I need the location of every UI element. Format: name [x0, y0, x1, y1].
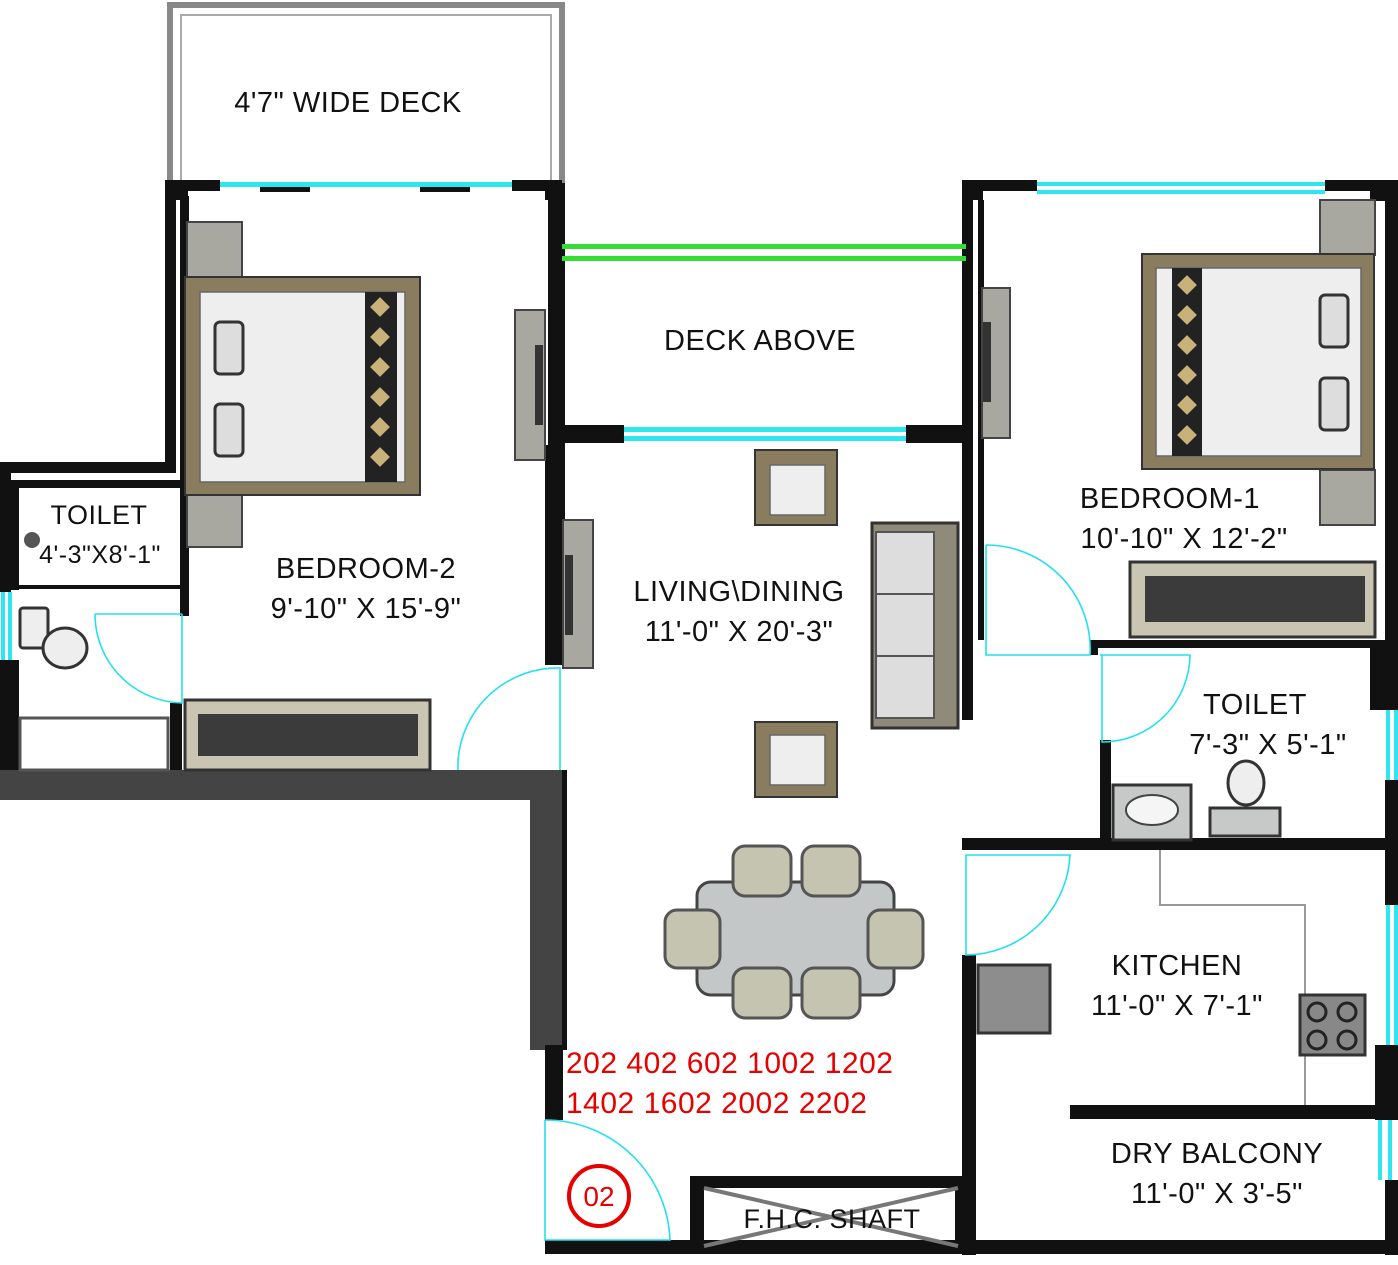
kitchen-name: KITCHEN	[1112, 950, 1243, 982]
toilet-right-name: TOILET	[1203, 689, 1307, 721]
unit-badge: 02	[567, 1164, 631, 1228]
dry-balcony-size: 11'-0" X 3'-5"	[1131, 1178, 1303, 1210]
unit-numbers-line-2: 1402 1602 2002 2202	[566, 1087, 867, 1120]
unit-numbers-line-1: 202 402 602 1002 1202	[566, 1047, 893, 1080]
sofa	[870, 521, 960, 730]
windows	[1, 182, 1398, 1180]
living-size: 11'-0" X 20'-3"	[645, 616, 834, 648]
armchair-bottom	[754, 721, 838, 798]
bedroom-2-size: 9'-10" X 15'-9"	[271, 593, 462, 625]
tv-unit-bedroom-2	[514, 309, 546, 461]
wardrobe-bedroom-2	[183, 698, 432, 772]
shaft-label: F.H.C. SHAFT	[743, 1204, 920, 1234]
bedroom-2-name: BEDROOM-2	[276, 553, 456, 585]
living-name: LIVING\DINING	[633, 576, 844, 608]
tv-unit-living	[562, 519, 594, 669]
bedroom-1-name: BEDROOM-1	[1080, 483, 1260, 515]
walls	[0, 180, 1398, 1255]
kitchen-fixtures	[976, 850, 1367, 1105]
kitchen-size: 11'-0" X 7'-1"	[1091, 990, 1263, 1022]
toilet-left-size: 4'-3"X8'-1"	[39, 541, 161, 569]
wardrobe-bedroom-1	[1128, 560, 1377, 639]
deck-above-label: DECK ABOVE	[664, 325, 856, 357]
dining-table	[663, 844, 925, 1020]
tv-unit-bedroom-1	[981, 287, 1011, 439]
unit-badge-number: 02	[583, 1181, 614, 1212]
dry-balcony-name: DRY BALCONY	[1111, 1138, 1323, 1170]
bedroom-1-size: 10'-10" X 12'-2"	[1080, 523, 1287, 555]
toilet-left-fixtures	[18, 532, 170, 772]
armchair-top	[754, 449, 838, 526]
bed-bedroom-2	[184, 221, 421, 548]
wide-deck-label: 4'7" WIDE DECK	[234, 87, 462, 119]
doors	[94, 544, 1191, 1241]
toilet-right-size: 7'-3" X 5'-1"	[1189, 729, 1346, 761]
deck-railing	[562, 244, 966, 261]
toilet-left-name: TOILET	[50, 500, 147, 530]
shaft-cross	[703, 1186, 959, 1248]
toilet-right-fixtures	[1111, 759, 1282, 842]
bed-bedroom-1	[1141, 199, 1376, 526]
wide-deck	[167, 2, 565, 183]
